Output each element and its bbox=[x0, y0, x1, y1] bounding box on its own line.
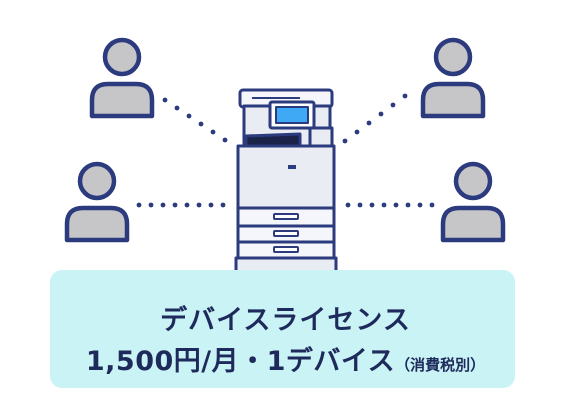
person-icon bbox=[92, 40, 152, 116]
connector-bottom-right bbox=[345, 202, 435, 208]
person-icon bbox=[443, 164, 503, 240]
multifunction-printer-icon bbox=[234, 88, 338, 277]
license-info-box bbox=[50, 270, 515, 388]
license-price: 1,500円/月・1デバイス bbox=[85, 346, 396, 377]
tax-note: （消費税別） bbox=[395, 356, 486, 374]
license-title: デバイスライセンス bbox=[160, 305, 411, 336]
connector-top-left bbox=[162, 97, 228, 143]
dotted-connectors bbox=[136, 93, 435, 208]
connector-top-right bbox=[342, 93, 408, 144]
person-icon bbox=[67, 164, 127, 240]
license-price-line: 1,500円/月・1デバイス（消費税別） bbox=[0, 339, 571, 378]
person-icon bbox=[423, 40, 483, 116]
connector-bottom-left bbox=[136, 202, 226, 208]
